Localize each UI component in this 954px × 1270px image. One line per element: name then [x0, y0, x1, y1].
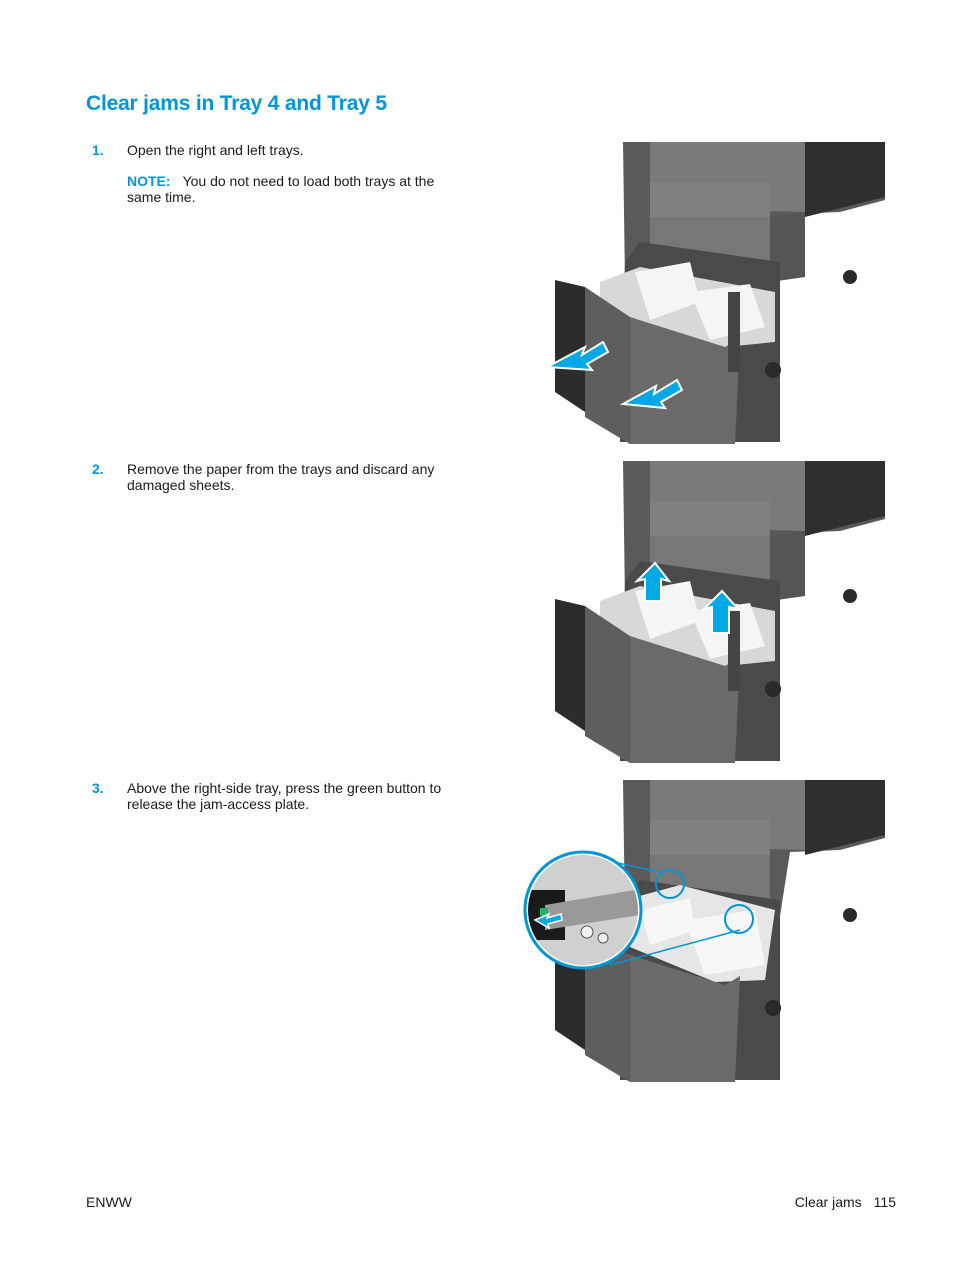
- step-3: 3. Above the right-side tray, press the …: [92, 780, 472, 812]
- printer-illustration: [555, 461, 885, 763]
- step-text: Remove the paper from the trays and disc…: [127, 461, 435, 493]
- step-text: Open the right and left trays.: [127, 142, 304, 158]
- step-text: Above the right-side tray, press the gre…: [127, 780, 442, 812]
- figure-remove-paper: [555, 461, 885, 763]
- footer-section: Clear jams: [794, 1194, 862, 1210]
- pull-arrow-icon: [543, 340, 684, 410]
- magnifier-callout-icon: [523, 850, 754, 970]
- note: NOTE:You do not need to load both trays …: [127, 173, 472, 205]
- figure-green-button: [523, 780, 885, 1082]
- step-1: 1. Open the right and left trays. NOTE:Y…: [92, 142, 472, 205]
- step-number: 1.: [92, 142, 104, 158]
- page-number: 115: [873, 1194, 896, 1210]
- green-button: [540, 908, 548, 916]
- printer-illustration: [555, 142, 885, 444]
- step-number: 3.: [92, 780, 104, 796]
- lift-arrow-icon: [633, 561, 741, 634]
- step-2: 2. Remove the paper from the trays and d…: [92, 461, 472, 493]
- page-title: Clear jams in Tray 4 and Tray 5: [86, 92, 387, 115]
- step-number: 2.: [92, 461, 104, 477]
- figure-open-trays: [543, 142, 885, 444]
- note-text: You do not need to load both trays at th…: [127, 173, 435, 205]
- footer-left-label: ENWW: [86, 1194, 132, 1210]
- footer-right: Clear jams 115: [795, 1194, 896, 1210]
- note-label: NOTE:: [127, 173, 171, 189]
